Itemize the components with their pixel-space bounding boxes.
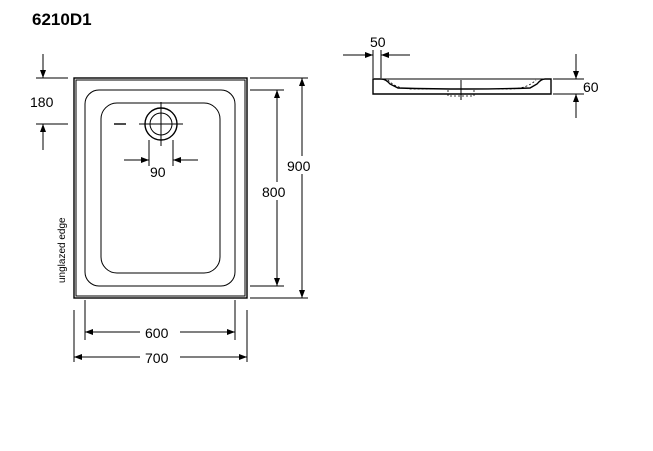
dim-inner-width: 600 — [84, 300, 236, 341]
tray-outer-inner-line — [75, 79, 246, 297]
inner-width-label: 600 — [145, 325, 169, 341]
dim-waste-diameter: 90 — [124, 140, 198, 180]
tray-floor-hidden — [387, 79, 537, 90]
dim-waste-offset: 180 — [30, 54, 68, 150]
dim-inner-length: 800 — [250, 89, 292, 287]
waste-diameter-label: 90 — [150, 164, 166, 180]
waste-offset-label: 180 — [30, 94, 54, 110]
basin-outline — [84, 89, 236, 287]
tray-profile — [372, 78, 552, 95]
waste-outlet — [114, 102, 183, 146]
outer-length-label: 900 — [287, 158, 311, 174]
rim-width-label: 50 — [370, 34, 386, 50]
unglazed-edge-note: unglazed edge — [57, 217, 68, 283]
height-label: 60 — [583, 79, 599, 95]
plan-view: 90 180 800 — [30, 54, 318, 366]
dim-height: 60 — [553, 54, 599, 118]
outer-width-label: 700 — [145, 350, 169, 366]
dim-outer-width: 700 — [73, 310, 248, 366]
dim-rim-width: 50 — [343, 34, 410, 78]
tray-outer-outline — [73, 77, 248, 299]
dim-outer-length: 900 — [250, 77, 318, 299]
inner-length-label: 800 — [262, 184, 286, 200]
product-code: 6210D1 — [32, 10, 92, 29]
section-view: 50 60 — [343, 34, 599, 118]
